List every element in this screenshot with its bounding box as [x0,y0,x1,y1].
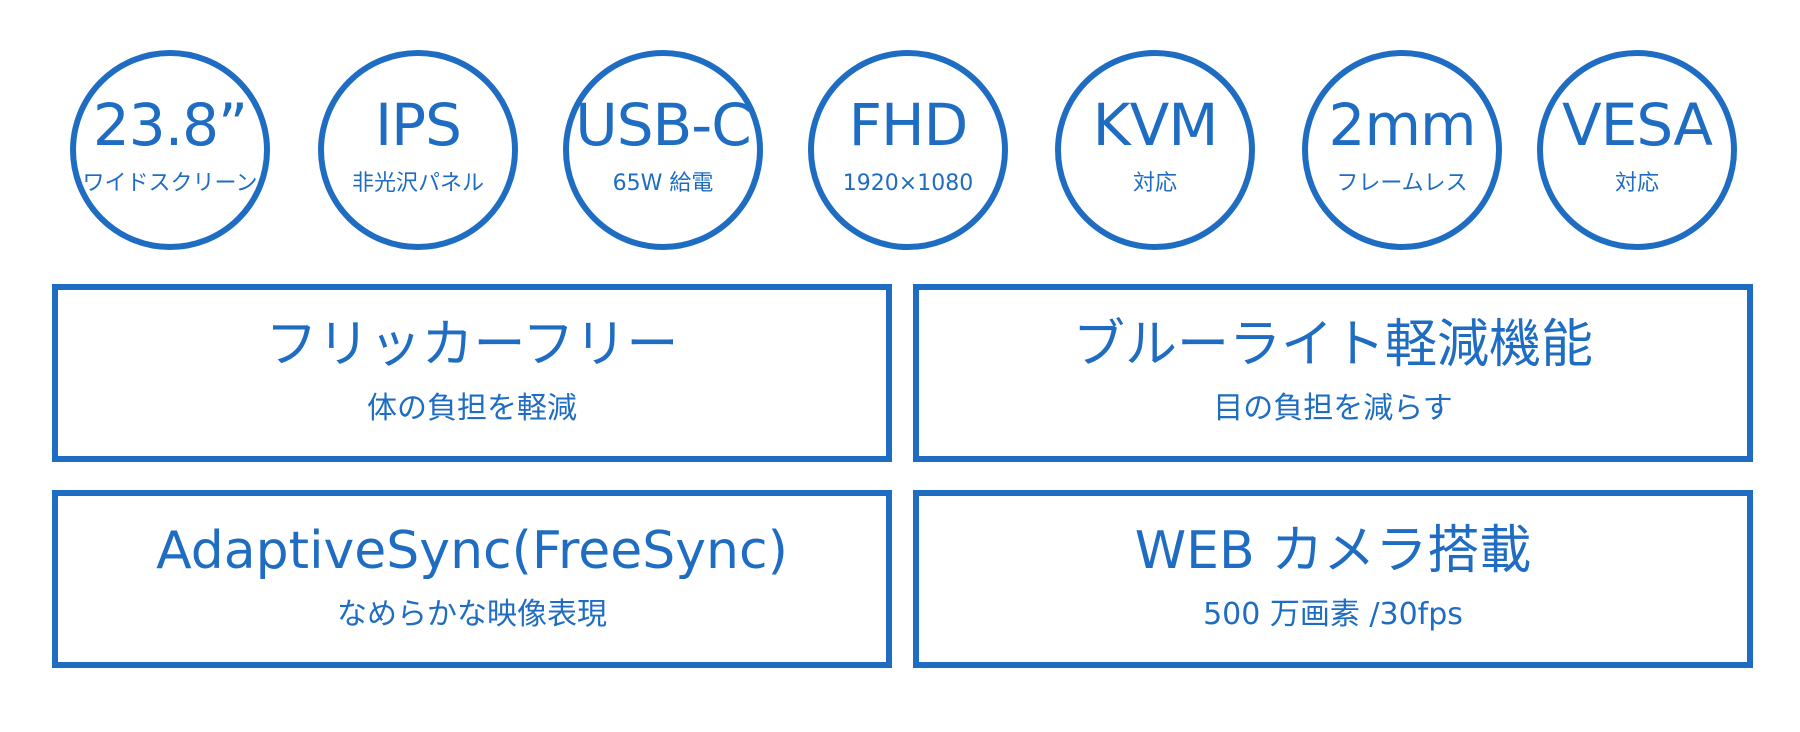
feature-circle-kvm: KVM 対応 [1055,50,1255,250]
feature-circle-usb-c: USB-C 65W 給電 [563,50,763,250]
feature-sub: 対応 [1132,171,1177,196]
feature-card-title: フリッカーフリー [265,315,679,375]
feature-circle-vesa: VESA 対応 [1537,50,1737,250]
feature-sub: フレームレス [1336,171,1468,196]
feature-sub: 非光沢パネル [351,171,484,196]
feature-main: VESA [1562,91,1713,159]
feature-card-web-camera: WEB カメラ搭載 500 万画素 /30fps [913,490,1753,668]
feature-circle-resolution: FHD 1920×1080 [808,50,1008,250]
feature-card-blue-light: ブルーライト軽減機能 目の負担を減らす [913,284,1753,462]
feature-main: IPS [375,91,462,159]
feature-main: 2mm [1328,91,1477,159]
feature-sub: 65W 給電 [612,171,714,196]
feature-sub: 1920×1080 [842,171,974,196]
feature-card-flicker-free: フリッカーフリー 体の負担を軽減 [52,284,892,462]
feature-card-subtitle: 500 万画素 /30fps [1203,597,1463,632]
feature-card-title: AdaptiveSync(FreeSync) [156,521,788,581]
feature-card-adaptive-sync: AdaptiveSync(FreeSync) なめらかな映像表現 [52,490,892,668]
feature-card-title: WEB カメラ搭載 [1134,521,1532,581]
feature-main: KVM [1092,91,1219,159]
feature-card-subtitle: 体の負担を軽減 [367,391,577,426]
feature-main: 23.8” [92,91,248,159]
feature-circle-panel: IPS 非光沢パネル [318,50,518,250]
feature-circle-frameless: 2mm フレームレス [1302,50,1502,250]
feature-card-subtitle: なめらかな映像表現 [337,597,607,632]
feature-sub: 対応 [1614,171,1659,196]
feature-sub: ワイドスクリーン [82,171,258,196]
feature-main: FHD [848,91,969,159]
feature-card-subtitle: 目の負担を減らす [1213,391,1453,426]
feature-card-title: ブルーライト軽減機能 [1072,315,1593,375]
feature-main: USB-C [575,91,751,159]
feature-circle-screen-size: 23.8” ワイドスクリーン [70,50,270,250]
